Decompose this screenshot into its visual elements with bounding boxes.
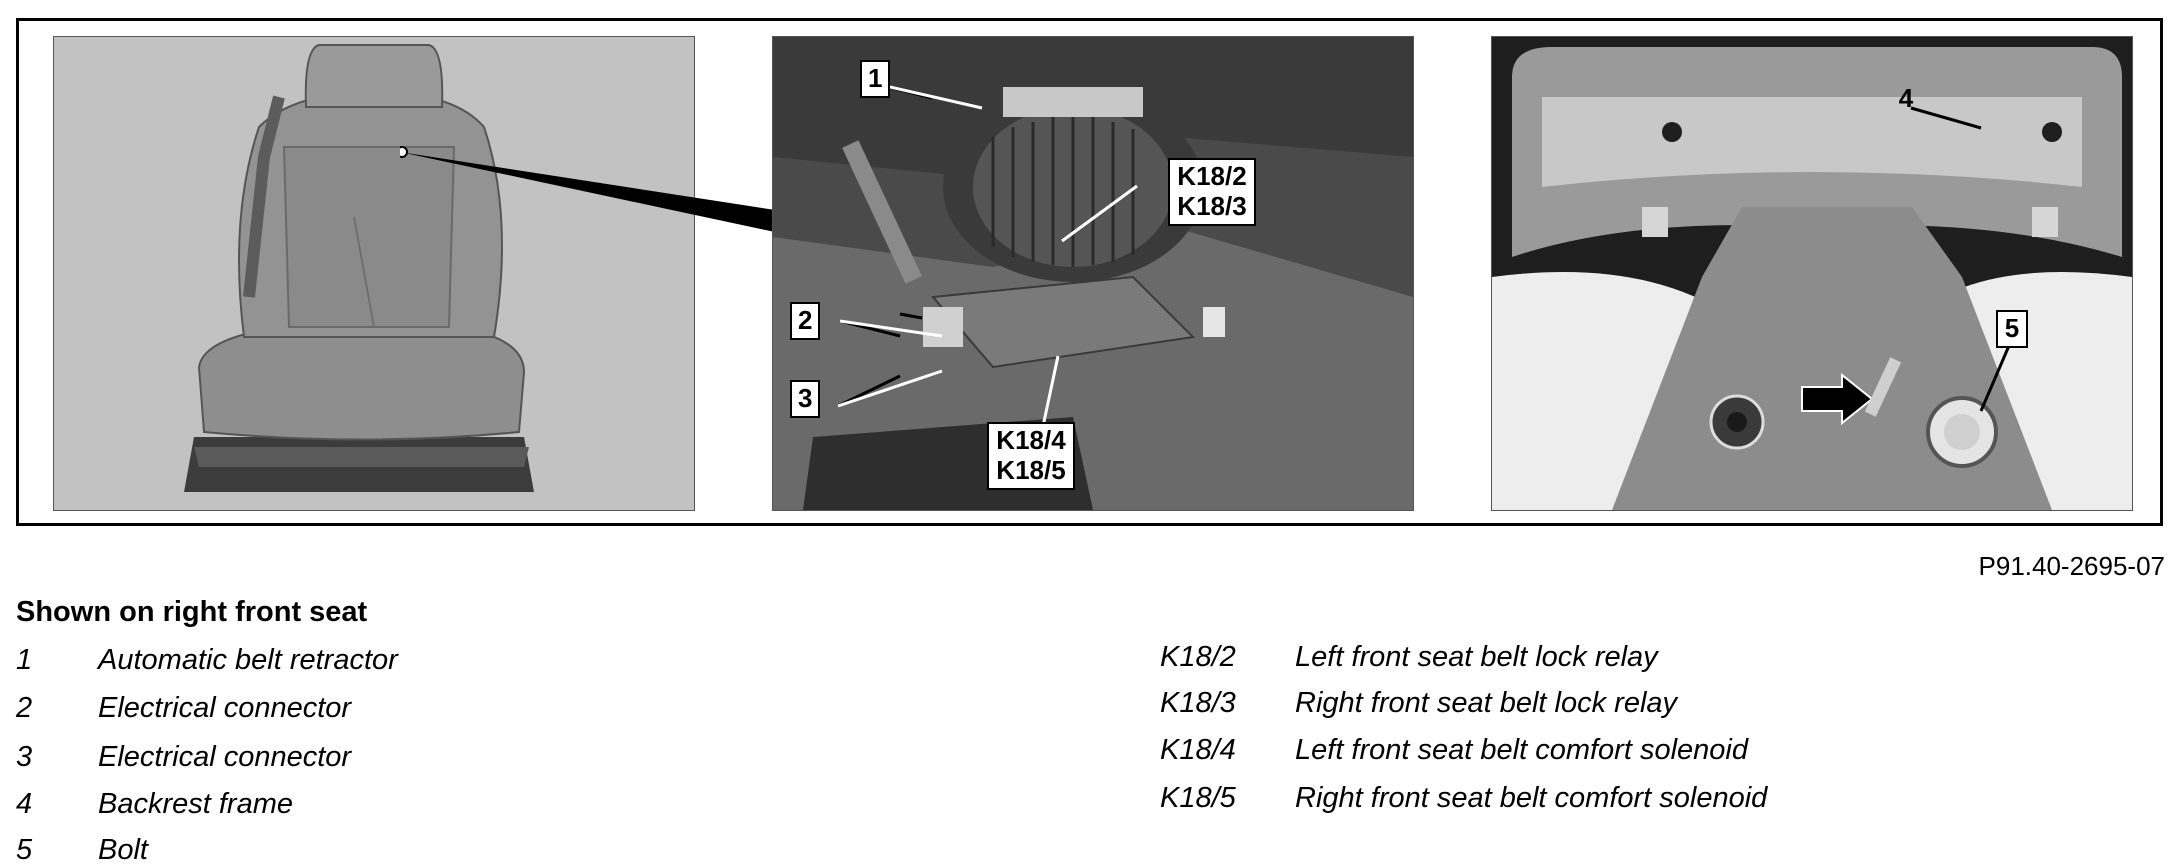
callout-k18-4-5: K18/4 K18/5 — [987, 422, 1075, 490]
legend-text: Right front seat belt comfort solenoid — [1295, 782, 1768, 814]
legend-text: Left front seat belt lock relay — [1295, 641, 1658, 673]
legend-key: 2 — [16, 692, 33, 724]
legend-key: K18/3 — [1160, 687, 1236, 719]
legend-text: Electrical connector — [98, 692, 352, 724]
retractor-closeup-photo — [772, 36, 1414, 511]
callout-k18-2-3: K18/2 K18/3 — [1168, 158, 1256, 226]
seat-overview-photo — [53, 36, 695, 511]
legend-key: 4 — [16, 788, 33, 820]
legend-key: 5 — [16, 834, 33, 866]
legend-key: K18/4 — [1160, 734, 1236, 766]
callout-k18-2: K18/2 — [1177, 161, 1247, 191]
callout-k18-3: K18/3 — [1177, 190, 1247, 221]
callout-1: 1 — [860, 60, 890, 98]
legend-item-k18-4: K18/4 Left front seat belt comfort solen… — [1160, 734, 1748, 767]
legend-item-k18-5: K18/5 Right front seat belt comfort sole… — [1160, 782, 1767, 815]
legend-item-1: 1 Automatic belt retractor — [16, 644, 398, 677]
legend-text: Left front seat belt comfort solenoid — [1295, 734, 1748, 766]
callout-k18-5: K18/5 — [996, 454, 1066, 485]
legend-item-k18-3: K18/3 Right front seat belt lock relay — [1160, 687, 1677, 720]
leader-lines-retractor — [837, 82, 1138, 432]
callout-2: 2 — [790, 302, 820, 340]
callout-5: 5 — [1996, 310, 2028, 348]
legend-key: 1 — [16, 644, 33, 676]
legend-key: 3 — [16, 741, 33, 773]
leader-lines-frame — [1910, 106, 2013, 412]
callout-4: 4 — [1898, 83, 1914, 113]
pointer-wedge — [400, 146, 775, 232]
legend-text: Automatic belt retractor — [98, 644, 398, 676]
legend-title: Shown on right front seat — [16, 596, 368, 628]
legend-text: Electrical connector — [98, 741, 352, 773]
legend-key: K18/2 — [1160, 641, 1236, 673]
callout-k18-4: K18/4 — [996, 425, 1066, 455]
callout-3: 3 — [790, 380, 820, 418]
figure-id: P91.40-2695-07 — [1978, 551, 2165, 581]
legend-item-2: 2 Electrical connector — [16, 692, 351, 725]
backrest-frame-photo — [1491, 36, 2133, 511]
legend-item-k18-2: K18/2 Left front seat belt lock relay — [1160, 641, 1658, 674]
legend-item-4: 4 Backrest frame — [16, 788, 293, 821]
legend-text: Right front seat belt lock relay — [1295, 687, 1678, 719]
legend-item-3: 3 Electrical connector — [16, 741, 351, 774]
legend-text: Backrest frame — [98, 788, 293, 820]
legend-key: K18/5 — [1160, 782, 1236, 814]
legend-item-5: 5 Bolt — [16, 834, 148, 867]
legend-text: Bolt — [98, 834, 148, 866]
